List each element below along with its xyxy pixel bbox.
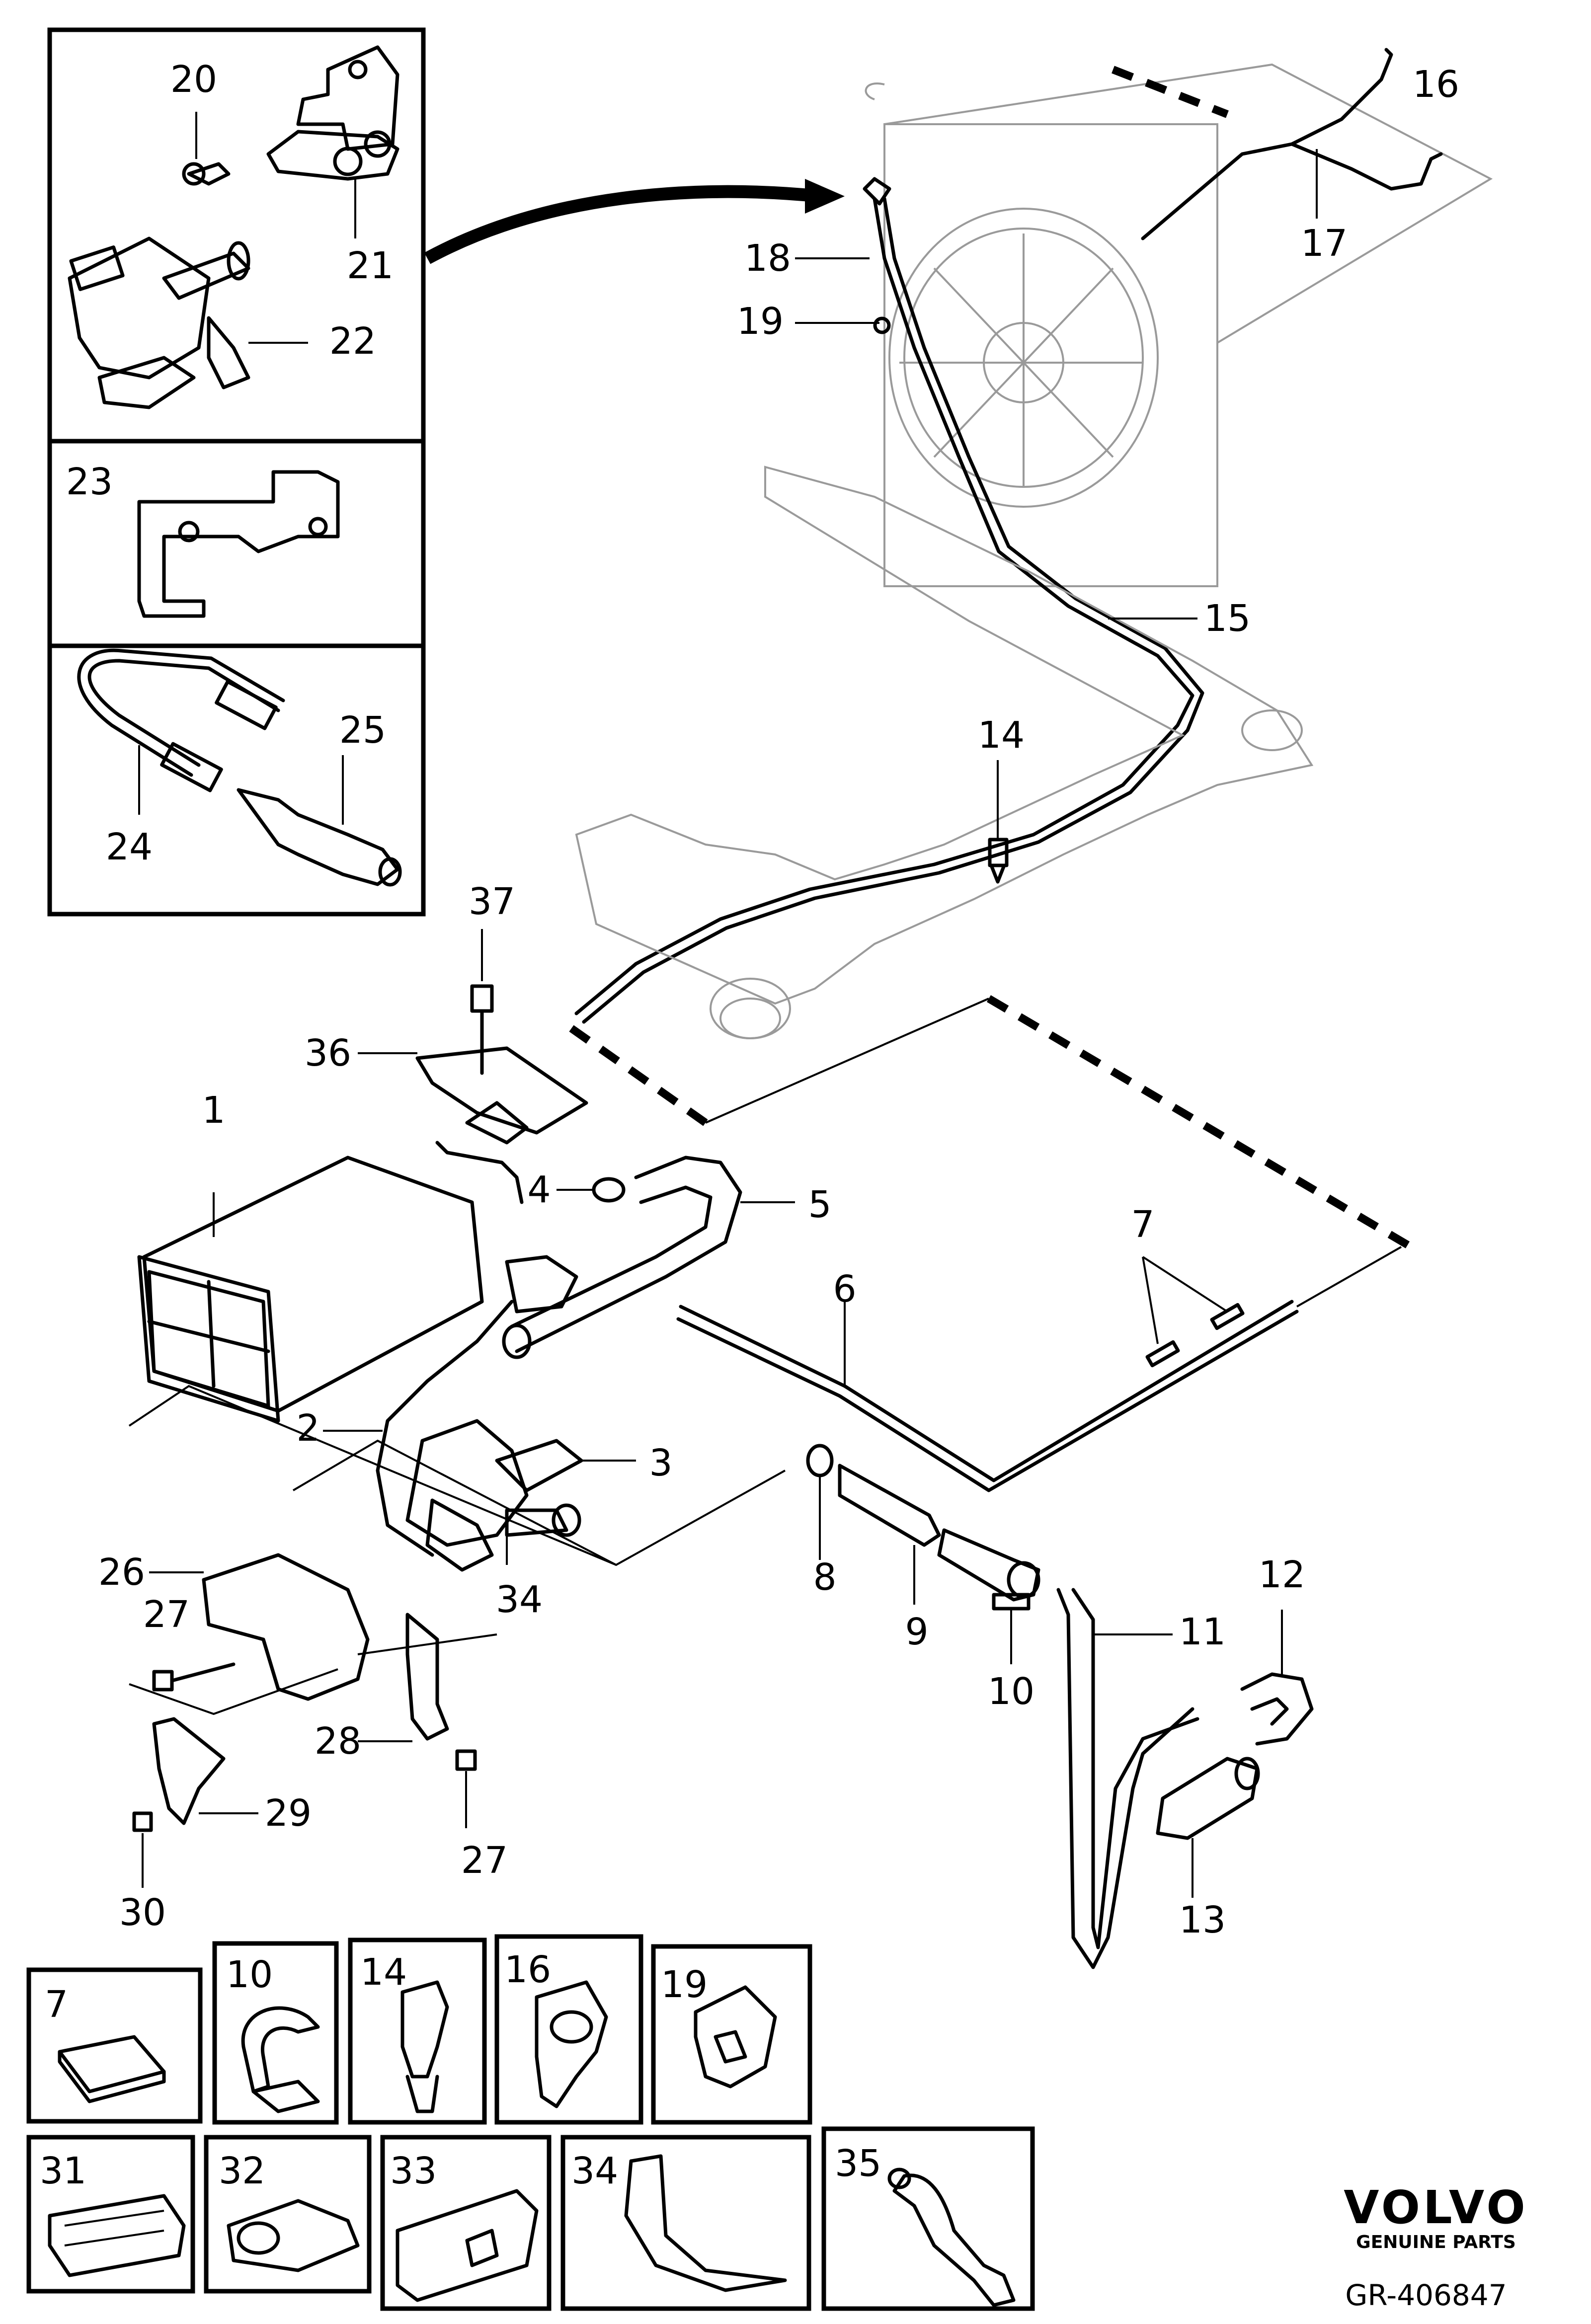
clip-10 — [937, 1528, 1040, 1664]
callout-2: 2 — [296, 1407, 319, 1450]
callout-9: 9 — [905, 1611, 928, 1653]
inset-label-32: 32 — [219, 2150, 265, 2192]
solenoid-valve-illustration — [68, 236, 308, 409]
callout-20: 20 — [170, 58, 217, 101]
diagram-reference: GR-406847 — [1345, 2278, 1507, 2312]
callout-3: 3 — [649, 1442, 672, 1484]
canister-bracket-36 — [358, 929, 588, 1145]
electrical-connector — [376, 1255, 578, 1557]
purge-line-long — [574, 177, 1204, 1024]
callout-27-right: 27 — [461, 1839, 508, 1882]
hose-12 — [1240, 1610, 1314, 1746]
inset-label-34: 34 — [571, 2150, 618, 2192]
brand-name: VOLVO — [1344, 2181, 1528, 2234]
callout-5: 5 — [808, 1183, 831, 1226]
brand-tagline: GENUINE PARTS — [1356, 2232, 1516, 2252]
callout-11: 11 — [1179, 1611, 1226, 1653]
line-clip-14 — [988, 760, 1009, 884]
bracket-illustration — [137, 470, 340, 618]
vacuum-line-upper — [1141, 48, 1443, 240]
screw-30 — [132, 1811, 153, 1888]
screw-27-left — [152, 1662, 236, 1692]
callout-25: 25 — [339, 709, 386, 752]
bracket-28 — [358, 1613, 449, 1742]
inset-label-35: 35 — [835, 2142, 881, 2185]
callout-21: 21 — [347, 244, 394, 287]
callout-17: 17 — [1301, 222, 1348, 265]
callout-29: 29 — [265, 1792, 312, 1835]
callout-1: 1 — [202, 1089, 225, 1132]
pipe-11 — [1056, 1588, 1199, 1969]
bracket-29 — [152, 1717, 258, 1825]
filter-13 — [1156, 1757, 1260, 1898]
callout-30: 30 — [119, 1891, 166, 1934]
hose-9 — [838, 1464, 941, 1605]
inset-label-19: 19 — [661, 1963, 708, 2006]
callout-23: 23 — [66, 461, 113, 503]
canister-cover-26 — [149, 1553, 370, 1701]
clamp-8 — [806, 1444, 834, 1560]
evap-canister-1 — [137, 1141, 524, 1423]
inset-label-16: 16 — [504, 1948, 551, 1991]
callout-10: 10 — [988, 1670, 1034, 1713]
callout-19: 19 — [737, 300, 784, 343]
callout-27-left: 27 — [143, 1593, 190, 1636]
adhesive-pads-7 — [1142, 1256, 1245, 1368]
chassis-illustration — [575, 465, 1314, 1039]
screw-27-right — [455, 1749, 477, 1828]
callout-37: 37 — [469, 880, 515, 923]
brand-block: VOLVO GENUINE PARTS GR-406847 — [1344, 2181, 1528, 2312]
callout-26: 26 — [98, 1551, 145, 1594]
hose-5 — [502, 1156, 795, 1359]
reference-arrow-head — [805, 179, 845, 214]
pipe-6 — [676, 1246, 1402, 1492]
radiator-fan-illustration — [865, 63, 1493, 587]
callout-8: 8 — [813, 1556, 836, 1599]
callout-14: 14 — [978, 714, 1025, 757]
callout-24: 24 — [106, 826, 153, 868]
callout-4: 4 — [527, 1168, 551, 1211]
callout-13: 13 — [1179, 1899, 1226, 1941]
left-inset-panel — [47, 27, 426, 917]
callout-18: 18 — [744, 237, 791, 280]
callout-34: 34 — [496, 1578, 543, 1621]
callout-36: 36 — [305, 1032, 351, 1075]
hose-clamp-4 — [557, 1177, 626, 1203]
callout-22: 22 — [329, 320, 376, 363]
dashed-connection-top — [1112, 66, 1229, 118]
callout-7: 7 — [1131, 1203, 1154, 1246]
hose-filter-illustration — [77, 648, 402, 887]
callout-6: 6 — [833, 1268, 856, 1311]
inset-row-1: 7 10 14 16 19 — [26, 1934, 812, 2125]
inset-label-10: 10 — [226, 1953, 273, 1996]
inset-row-2: 31 32 33 34 35 — [26, 2126, 1035, 2311]
inset-label-31: 31 — [40, 2150, 86, 2192]
inset-label-14: 14 — [360, 1951, 407, 1994]
inset-label-33: 33 — [390, 2150, 437, 2192]
callout-28: 28 — [315, 1720, 361, 1763]
inset-label-7: 7 — [45, 1983, 68, 2026]
reference-arrow — [424, 185, 821, 264]
callout-16: 16 — [1413, 63, 1459, 106]
valve-bracket-illustration — [182, 45, 399, 238]
dashed-frame-left — [569, 1025, 708, 1126]
dashed-frame-top — [986, 995, 1414, 1250]
callout-labels: 1 2 3 4 5 6 7 8 9 10 11 12 13 14 15 16 1… — [66, 58, 1459, 1941]
callout-15: 15 — [1204, 597, 1251, 640]
valve-bracket-34 — [425, 1498, 508, 1572]
callout-12: 12 — [1259, 1553, 1305, 1596]
